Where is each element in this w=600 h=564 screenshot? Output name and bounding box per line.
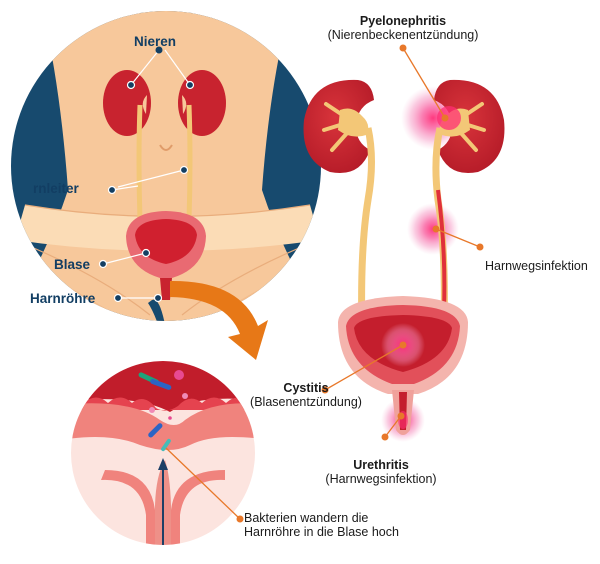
pyelonephritis-subtitle: (Nierenbeckenentzündung) — [327, 28, 479, 43]
label-harnroehre: Harnröhre — [30, 291, 96, 306]
kidney-left — [303, 79, 374, 174]
leader-lines-right — [321, 44, 484, 441]
orange-arrow — [170, 280, 268, 360]
bakterien-line-2: Harnröhre in die Blase hoch — [244, 525, 399, 540]
label-urethritis: Urethritis (Harnwegsinfektion) — [306, 458, 456, 487]
anatomy-circle — [11, 11, 321, 321]
label-nieren: Nieren — [134, 34, 177, 49]
label-harnwegsinfektion: Harnwegsinfektion — [485, 259, 588, 273]
small-kidney-left — [103, 70, 151, 136]
label-cystitis: Cystitis (Blasenentzündung) — [237, 381, 375, 410]
small-kidney-right — [178, 70, 226, 136]
label-bakterien: Bakterien wandern die Harnröhre in die B… — [244, 511, 399, 540]
urethritis-title: Urethritis — [353, 458, 409, 472]
ureter-left — [358, 127, 375, 331]
leader-lines-left — [98, 46, 195, 303]
label-harnleiter: rnleiter — [33, 181, 79, 196]
kidney-right — [434, 79, 505, 174]
small-bladder — [126, 211, 206, 300]
pyelonephritis-title: Pyelonephritis — [359, 14, 447, 28]
label-blase: Blase — [54, 257, 91, 272]
cystitis-subtitle: (Blasenentzündung) — [250, 395, 362, 410]
bakterien-line-1: Bakterien wandern die — [244, 511, 369, 525]
label-pyelonephritis: Pyelonephritis (Nierenbeckenentzündung) — [313, 14, 493, 43]
cystitis-title: Cystitis — [283, 381, 329, 395]
bakterien-leader — [165, 447, 244, 523]
urethritis-subtitle: (Harnwegsinfektion) — [325, 472, 437, 487]
